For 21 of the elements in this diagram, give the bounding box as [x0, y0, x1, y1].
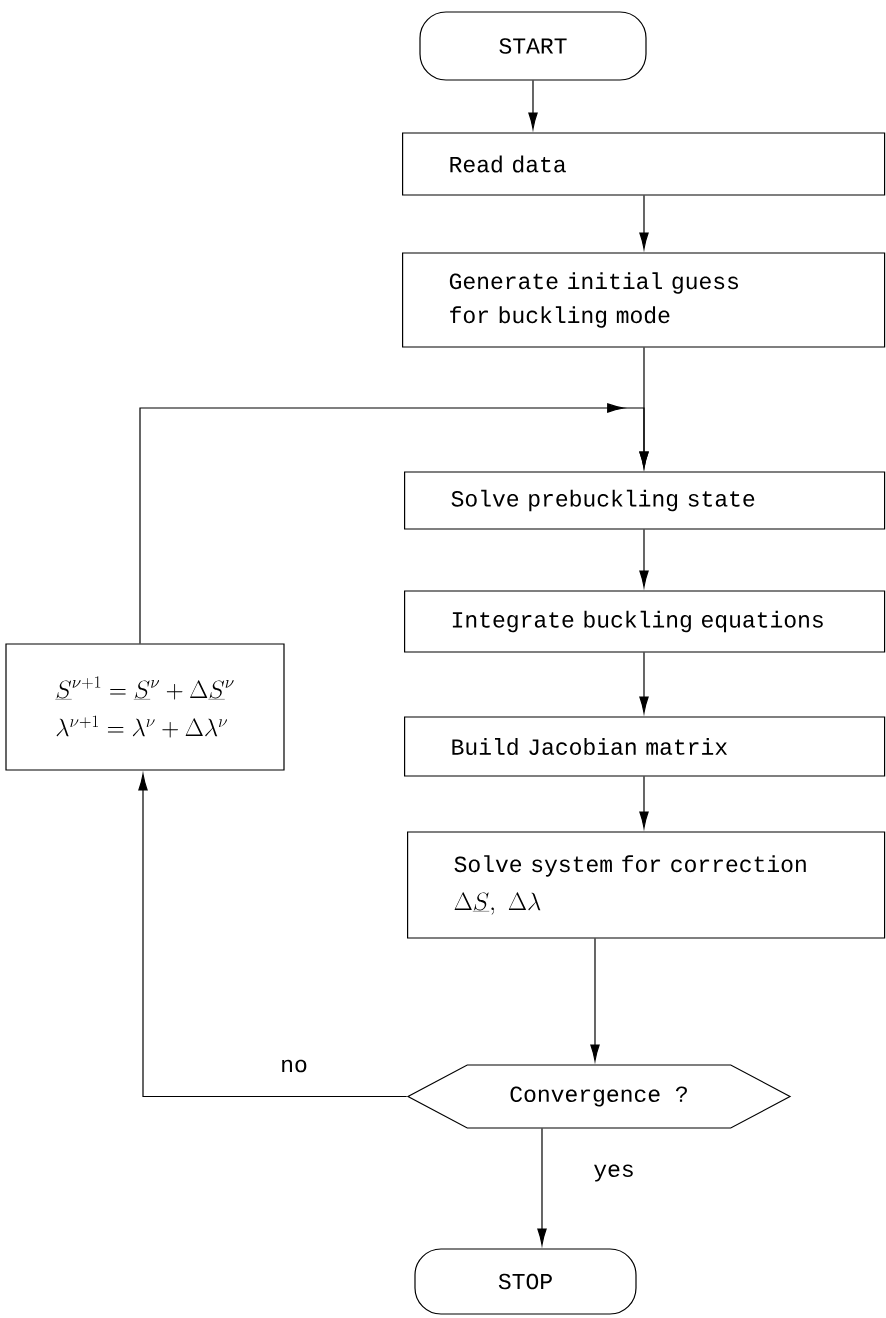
formula-box: $\underline{S}^{\nu+1} = \underline{S}^{\nu} + \Delta\underline{S}^{\nu}$ $\lambda^{\nu+1} = \lambda^{\nu} + \Delta\lambda^{\nu}$ [5, 643, 285, 771]
arrow [528, 80, 538, 130]
process-box: Integrate buckling equations [404, 590, 886, 653]
terminal-box: STOP [414, 1248, 637, 1315]
decision-hexagon: Convergence ? [406, 1064, 792, 1129]
process-box: Build Jacobian matrix [404, 716, 886, 777]
arrow [537, 1128, 547, 1246]
arrow [138, 773, 408, 1098]
process-box: Generate initial guess for buckling mode [402, 252, 886, 348]
process-box: Read data [402, 132, 886, 196]
process-box: Solve system for correction $\Delta\underline{S},\ \Delta\lambda$ [407, 831, 886, 939]
arrow [139, 403, 649, 644]
arrow [590, 938, 600, 1062]
process-box: Solve prebuckling state [404, 471, 886, 530]
edge-label: no [278, 1057, 310, 1075]
edge-label: yes [591, 1162, 637, 1184]
arrow [639, 195, 649, 250]
arrow [639, 529, 649, 588]
terminal-box: START [419, 11, 647, 81]
arrow [639, 776, 649, 829]
arrow [639, 652, 649, 714]
